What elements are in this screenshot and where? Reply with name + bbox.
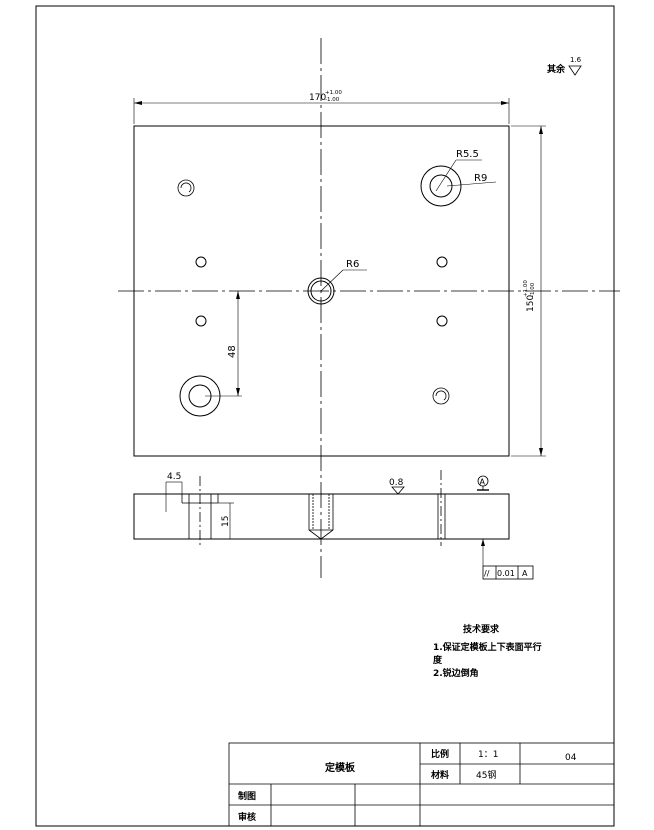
small-hole: [195, 315, 207, 327]
checked-by-label: 审核: [238, 811, 256, 823]
technical-requirements: 技术要求 1.保证定模板上下表面平行 度 2.锐边倒角: [433, 623, 542, 679]
label-r6: R6: [346, 259, 359, 270]
center-hole-outer: [307, 277, 335, 305]
arrow-icon: [539, 126, 543, 134]
arrow-icon: [236, 388, 240, 396]
height-dim-base: 150: [526, 295, 536, 312]
leader-r9: [446, 181, 497, 187]
arrow-icon: [134, 101, 142, 105]
scale-label: 比例: [431, 748, 449, 760]
counterbore-inner: [429, 174, 453, 198]
width-dim-base: 170: [309, 93, 326, 103]
tech-req-line1: 1.保证定模板上下表面平行: [433, 641, 542, 653]
small-hole: [436, 315, 448, 327]
height-dim-tol-lower: -1.00: [530, 282, 536, 297]
tech-req-line1b: 度: [433, 654, 443, 666]
side-roughness-value: 0.8: [389, 478, 404, 488]
roughness-value: 1.6: [570, 56, 582, 64]
arrow-icon: [501, 101, 509, 105]
drawn-by-label: 制图: [238, 790, 256, 802]
parallel-tolerance: 0.01: [497, 569, 515, 578]
threaded-hole-section: [308, 494, 334, 540]
front-view: 170 +1.00 -1.00 150 +1.00 -1.00 R5.5 R9: [118, 38, 620, 578]
gdt-frame: // 0.01 A: [482, 565, 534, 580]
spring-mark-top-left: [177, 179, 195, 197]
leader-r55: [435, 159, 457, 192]
title-block: [228, 742, 615, 827]
parallel-icon: //: [484, 569, 490, 578]
pin-hole-section: [437, 470, 446, 546]
roughness-symbol-icon: [568, 65, 582, 76]
arrow-icon: [236, 291, 240, 299]
drawing-border: [35, 5, 615, 827]
spring-mark-bottom-right: [432, 387, 450, 405]
drawing-number: 04: [565, 753, 577, 763]
dim-15-label: 15: [221, 516, 231, 527]
label-r9: R9: [474, 173, 487, 184]
dim-45-label: 4.5: [167, 472, 181, 482]
small-hole: [195, 256, 207, 268]
roughness-prefix: 其余: [547, 63, 566, 75]
side-plate-outline: [133, 493, 510, 540]
tech-req-title: 技术要求: [463, 623, 500, 635]
parallel-datum: A: [522, 569, 528, 578]
width-dim-tol-lower: -1.00: [325, 97, 340, 103]
side-view: 4.5 15 0.8 A: [133, 470, 534, 580]
counterbore-section: [181, 476, 219, 546]
label-r55: R5.5: [456, 149, 479, 160]
tech-req-line2: 2.锐边倒角: [433, 667, 479, 679]
small-hole: [436, 256, 448, 268]
counterbore-outer: [420, 165, 462, 207]
roughness-symbol-icon: [391, 486, 405, 495]
roughness-note: 其余 1.6: [547, 56, 582, 76]
datum-a-symbol: A: [477, 475, 489, 491]
material-value: 45钢: [476, 769, 496, 781]
dim-48-label: 48: [227, 345, 238, 358]
datum-label: A: [480, 478, 486, 487]
width-dim-tol-upper: +1.00: [325, 90, 342, 96]
height-dim-tol-upper: +1.00: [523, 280, 529, 297]
center-hole-inner: [310, 280, 332, 302]
scale-value: 1：1: [478, 750, 498, 760]
leader-r6: [320, 269, 344, 292]
part-name: 定模板: [325, 761, 356, 774]
arrow-icon: [481, 539, 485, 546]
material-label: 材料: [430, 769, 449, 781]
arrow-icon: [539, 448, 543, 456]
